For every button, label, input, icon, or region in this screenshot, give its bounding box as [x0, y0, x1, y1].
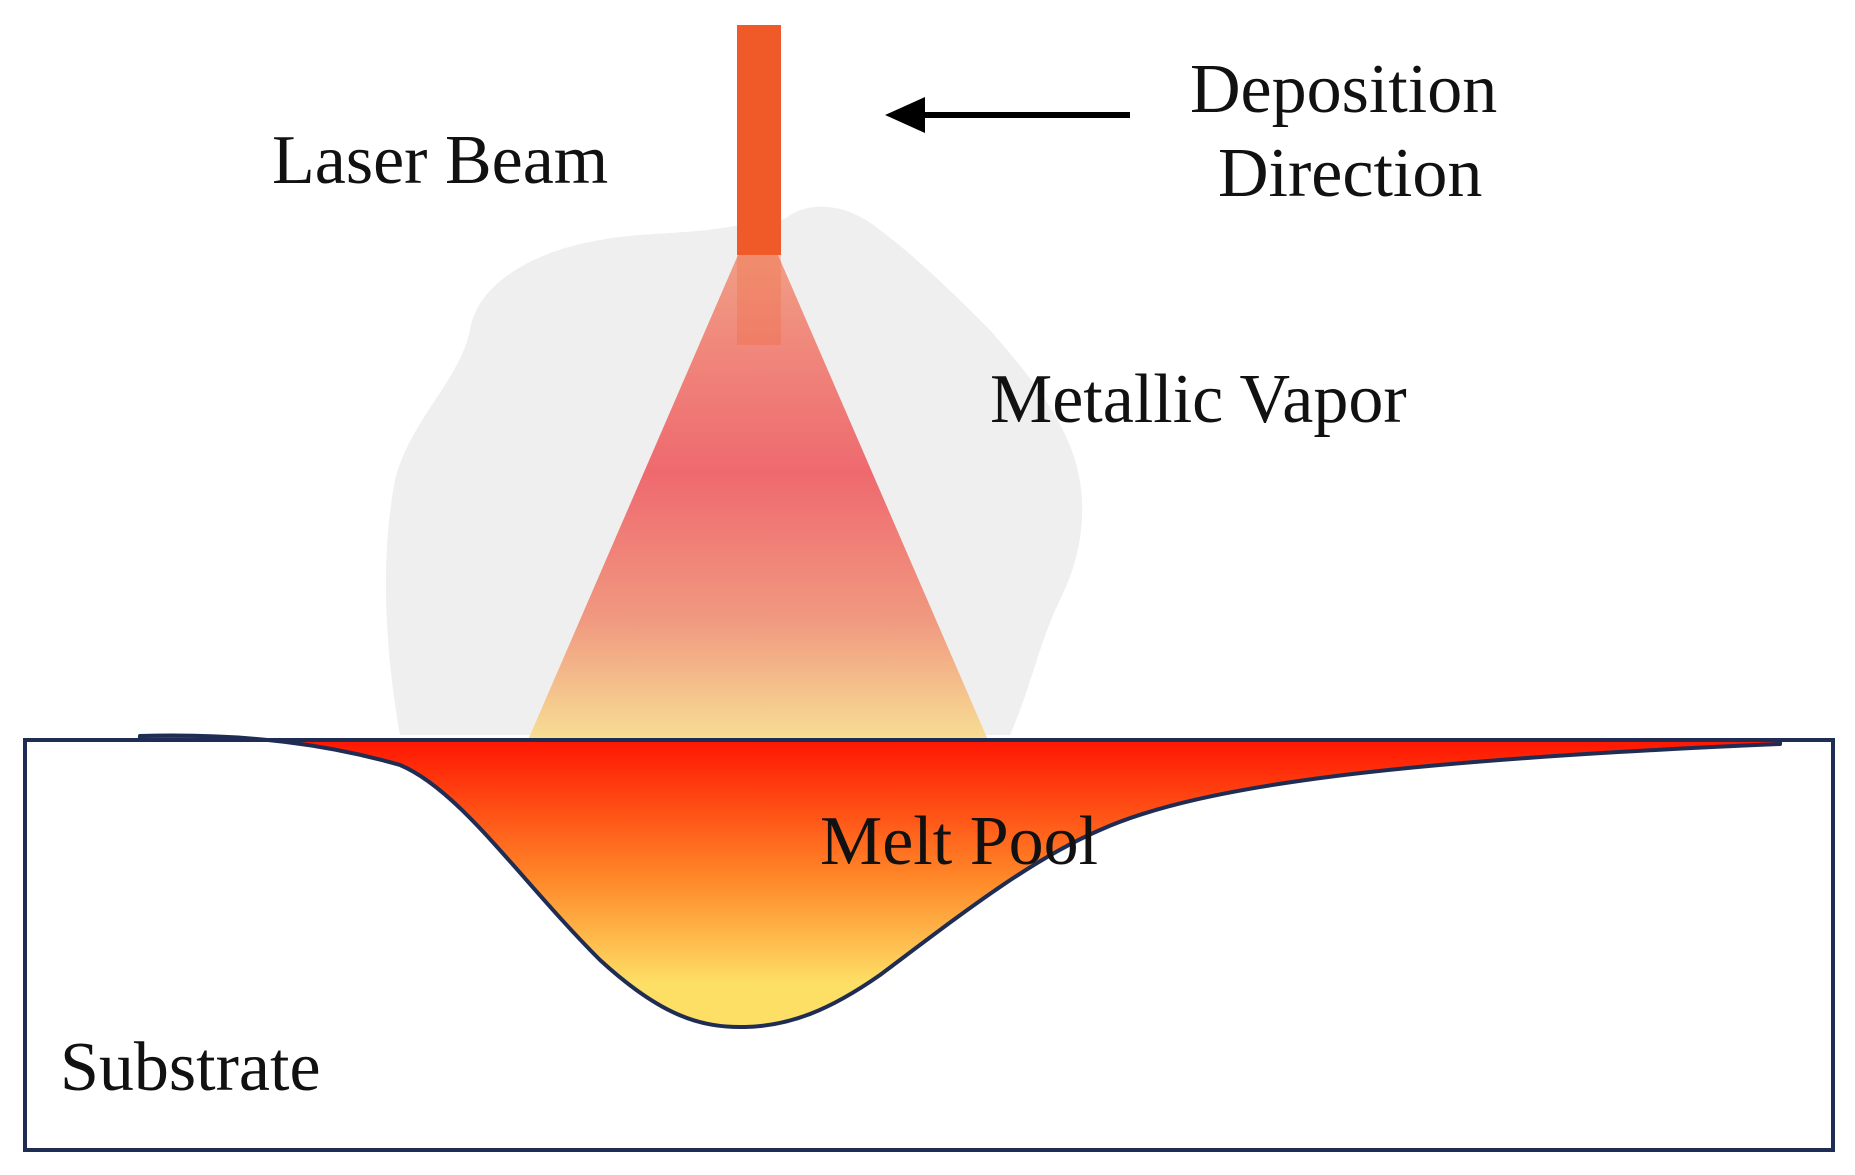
- melt-pool-label: Melt Pool: [820, 803, 1098, 880]
- deposition-direction-label-line2: Direction: [1218, 135, 1482, 212]
- melt-pool-shape: [138, 733, 1782, 1030]
- metallic-vapor-label: Metallic Vapor: [990, 361, 1407, 438]
- deposition-direction-arrow: [885, 97, 1130, 133]
- laser-beam-shape: [737, 25, 781, 255]
- substrate-label: Substrate: [60, 1029, 321, 1106]
- laser-cone: [528, 255, 988, 740]
- deposition-direction-label-line1: Deposition: [1190, 51, 1497, 128]
- laser-beam-fade: [737, 230, 781, 345]
- laser-beam-label: Laser Beam: [272, 122, 608, 199]
